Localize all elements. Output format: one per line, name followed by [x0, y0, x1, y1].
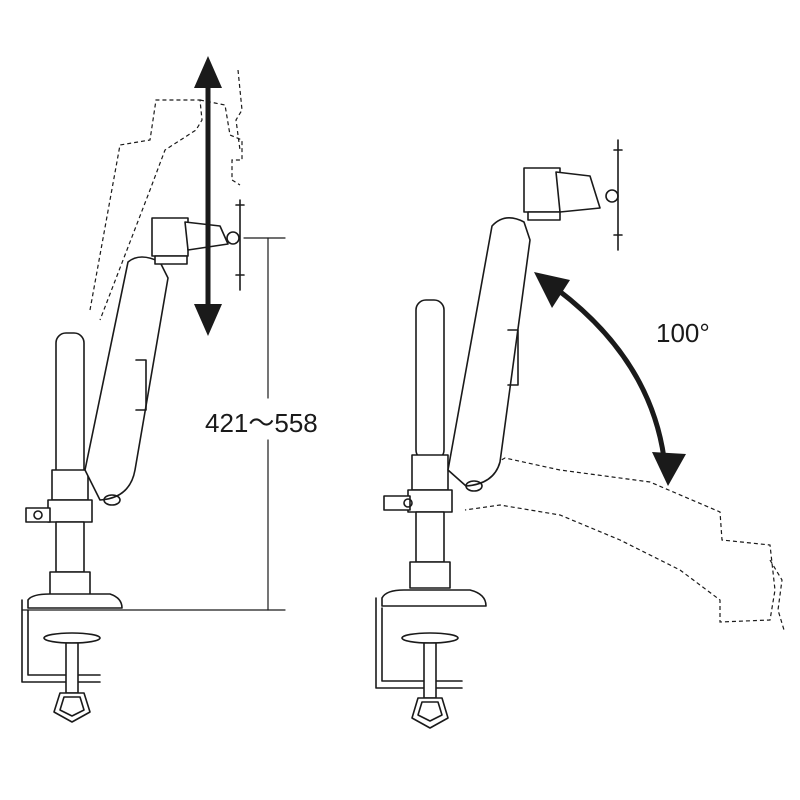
height-dimension	[21, 237, 286, 611]
right-arm	[447, 217, 531, 492]
raised-position-ghost	[89, 69, 243, 321]
height-range-label: 421～558	[205, 408, 318, 438]
right-clamp	[375, 589, 487, 729]
right-head	[523, 139, 623, 251]
height-adjust-arrow	[194, 56, 222, 336]
lowered-position-ghost	[464, 457, 785, 631]
left-arm	[84, 256, 169, 506]
tilt-angle-label: 100°	[656, 318, 710, 348]
left-clamp	[21, 593, 123, 723]
right-arm-tilt-view	[375, 139, 785, 729]
left-pole	[25, 332, 93, 597]
tilt-angle-arrow	[534, 272, 686, 486]
left-arm-height-view	[21, 56, 286, 723]
right-pole	[383, 299, 453, 589]
